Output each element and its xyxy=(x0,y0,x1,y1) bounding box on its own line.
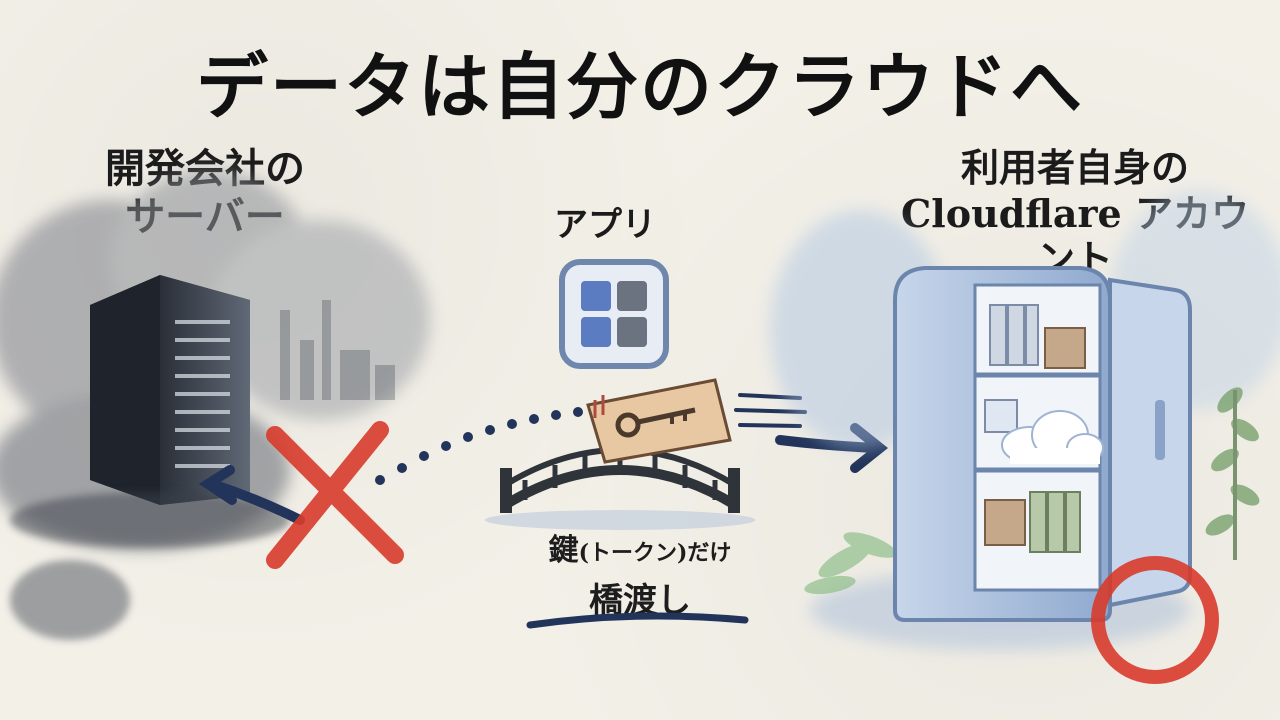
caption-token-word: (トークン)だけ xyxy=(578,540,732,566)
server-icon xyxy=(90,275,250,505)
page-title: データは自分のクラウドへ xyxy=(195,44,1084,129)
key-icon xyxy=(586,378,732,464)
caption-underline xyxy=(526,612,749,629)
fridge-icon xyxy=(893,266,1192,622)
app-label: アプリ xyxy=(554,205,656,245)
cloud-icon xyxy=(1001,410,1104,464)
fridge-handle xyxy=(1155,400,1165,460)
ink-puddle xyxy=(10,492,290,640)
return-arrow xyxy=(198,465,305,525)
plant-right xyxy=(1205,387,1260,560)
bridge-icon xyxy=(485,447,755,530)
box-middle xyxy=(984,399,1018,433)
caption-line1: 鍵(トークン)だけ xyxy=(500,525,780,569)
cross-icon xyxy=(266,421,404,569)
app-grid-icon xyxy=(559,259,669,369)
box-top xyxy=(1044,327,1086,369)
factory-silhouette xyxy=(280,300,395,400)
caption-key-word: 鍵 xyxy=(548,533,579,568)
plant-left xyxy=(804,532,897,595)
user-cloudflare-label-line1: 利用者自身の xyxy=(960,145,1189,190)
box-bottom xyxy=(984,499,1026,546)
circle-icon xyxy=(1091,556,1219,684)
dotted-path xyxy=(375,407,583,485)
